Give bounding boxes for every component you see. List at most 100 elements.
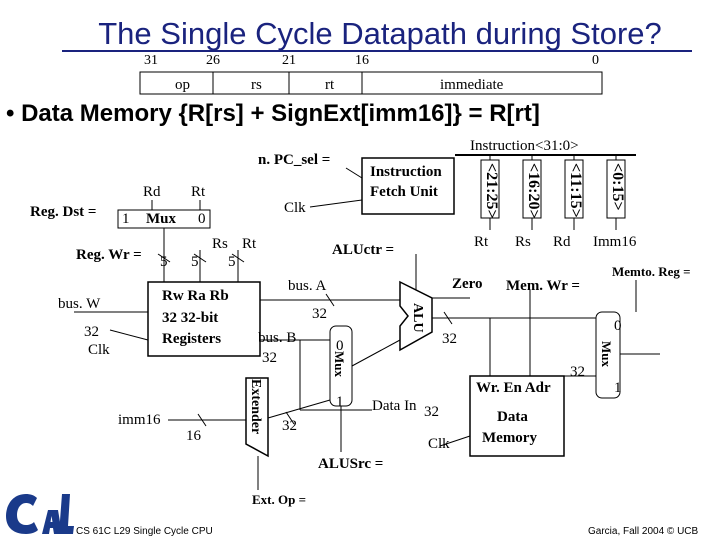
bit-26: 26 [206,53,220,68]
instr-format-box [139,71,603,95]
out-imm16-label: Imm16 [593,234,637,250]
field-immediate: immediate [440,77,504,93]
memtoreg-mux-shape [595,311,621,399]
instruction-bus-label: Instruction<31:0> [470,138,579,154]
imm16-width: 16 [186,428,201,444]
mux-alu-wire [351,339,401,367]
datain-width: 32 [424,404,439,420]
bits-0-15-label: <0:15> [609,163,626,211]
ifu-label-line2: Fetch Unit [370,184,438,200]
w5c-slash [231,253,245,263]
clk-top-label: Clk [284,200,306,216]
bits-box-1 [480,159,500,219]
bits-21-25-label: <21:25> [483,163,500,219]
bits-box-3 [564,159,584,219]
alusrc-mux-0: 0 [336,338,344,354]
imm16-label: imm16 [118,412,161,428]
w5a-slash [157,253,171,263]
out-rd-label: Rd [553,234,571,250]
memwr-label: Mem. Wr = [506,278,580,294]
memory-line1: Wr. En Adr [476,380,551,396]
alusrc-label: ALUSrc = [318,456,384,472]
memtoreg-mux-0: 0 [614,318,622,334]
extender-label: Extender [248,379,263,435]
ifu-label-line1: Instruction [370,164,442,180]
title-underline [62,50,692,52]
clk-mem-label: Clk [428,436,450,452]
memtoreg-mux-1: 1 [614,380,622,396]
memtoreg-mux-label: Mux [599,341,614,367]
w5b-slash [193,253,207,263]
clk-left-wire [109,329,149,341]
npc-sel-label: n. PC_sel = [258,152,331,168]
bits-11-15-label: <11:15> [567,163,584,218]
slide-title: The Single Cycle Datapath during Store? [98,16,662,51]
regdst-label: Reg. Dst = [30,204,97,220]
alusrc-mux-1: 1 [336,394,344,410]
busa-width: 32 [312,306,327,322]
datain-label: Data In [372,398,417,414]
busa-label: bus. A [288,278,327,294]
bit-21: 21 [282,53,296,68]
alu-shape [399,280,433,352]
rt-in-label: Rt [242,236,257,252]
field-rs: rs [251,77,262,93]
busa-slash [325,293,335,307]
bits-16-20-label: <16:20> [525,163,542,219]
memory-line2: Data [497,409,528,425]
cal-logo [4,488,74,538]
out-rt-label: Rt [474,234,489,250]
field-rt: rt [325,77,335,93]
mem-out-width: 32 [570,364,585,380]
regdst-mux-label: Mux [146,211,176,227]
bit-16: 16 [355,53,369,68]
clk-top-wire [309,199,363,208]
mux-rd-label: Rd [143,184,161,200]
busb-label: bus. B [258,330,297,346]
npcsel-wire [345,167,363,179]
imm16-slash [197,413,207,427]
cal-logo-icon [6,494,74,534]
bullet-text: • Data Memory {R[rs] + SignExt[imm16]} =… [6,100,540,127]
bits-box-2 [522,159,542,219]
bit-0: 0 [592,53,599,68]
regdst-mux-sel-1: 1 [122,211,130,227]
field-op: op [175,77,190,93]
alu-label: ALU [410,303,425,333]
footer-course: CS 61C L29 Single Cycle CPU [76,526,213,537]
regfile-line2: 32 32-bit [162,310,219,326]
bit-31: 31 [144,53,158,68]
width-5a: 5 [160,254,168,270]
mux-rt-label: Rt [191,184,206,200]
memory-line3: Memory [482,430,537,446]
data-memory-box [469,375,565,457]
rs-in-label: Rs [212,236,228,252]
alusrc-mux-label: Mux [332,351,347,377]
memtoreg-label: Memto. Reg = [612,264,691,279]
regwr-label: Reg. Wr = [76,247,142,263]
out-rs-label: Rs [515,234,531,250]
alu-out-slash [443,311,453,325]
regfile-line1: Rw Ra Rb [162,288,229,304]
footer-credit: Garcia, Fall 2004 © UCB [588,526,699,537]
busw-width: 32 [84,324,99,340]
clk-left-label: Clk [88,342,110,358]
busb-width: 32 [262,350,277,366]
clk-mem-wire [439,435,471,447]
width-5b: 5 [191,254,199,270]
alu-out-width: 32 [442,331,457,347]
ifu-box [361,157,455,215]
ext-out-wire [267,399,331,419]
ext-out-slash [285,411,295,425]
width-5c: 5 [228,254,236,270]
regdst-mux-sel-0: 0 [198,211,206,227]
busw-label: bus. W [58,296,101,312]
register-file-box [147,281,261,357]
ext-out-width: 32 [282,418,297,434]
regfile-line3: Registers [162,331,222,347]
extop-label: Ext. Op = [252,492,306,507]
aluctr-label: ALUctr = [332,242,395,258]
bits-box-4 [606,159,626,219]
zero-label: Zero [452,276,483,292]
